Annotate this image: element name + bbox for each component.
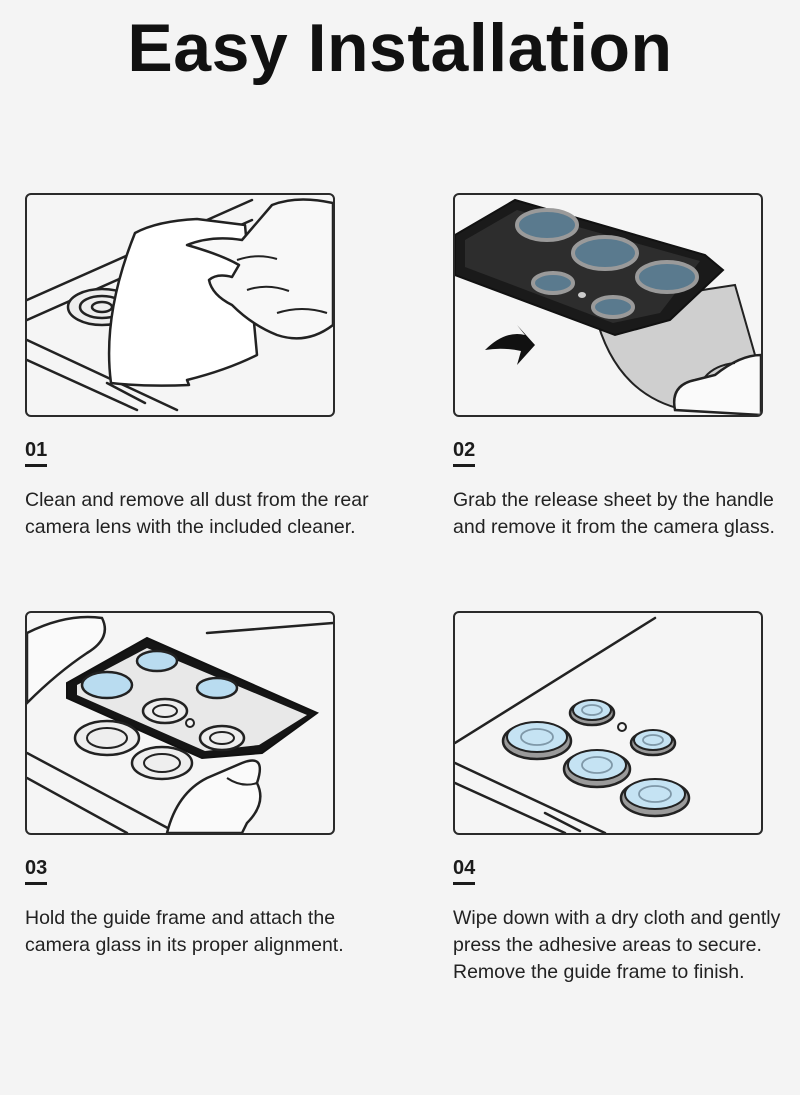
step-4-illustration (453, 611, 763, 835)
step-4: 04 Wipe down with a dry cloth and gently… (453, 611, 798, 986)
step-3-illustration (25, 611, 335, 835)
step-2: 02 Grab the release sheet by the handle … (453, 193, 798, 541)
step-4-description: Wipe down with a dry cloth and gently pr… (453, 907, 781, 983)
step-2-illustration (453, 193, 763, 417)
step-3-number: 03 (25, 857, 48, 885)
step-1: 01 Clean and remove all dust from the re… (25, 193, 370, 541)
page-title: Easy Installation (127, 10, 673, 86)
step-4-number: 04 (453, 857, 476, 885)
step-1-number: 01 (25, 439, 48, 467)
step-2-number: 02 (453, 439, 476, 467)
step-3: 03 Hold the guide frame and attach the c… (25, 611, 370, 959)
step-1-illustration (25, 193, 335, 417)
step-1-description: Clean and remove all dust from the rear … (25, 489, 369, 538)
step-2-description: Grab the release sheet by the handle and… (453, 489, 775, 538)
step-3-description: Hold the guide frame and attach the came… (25, 907, 344, 956)
